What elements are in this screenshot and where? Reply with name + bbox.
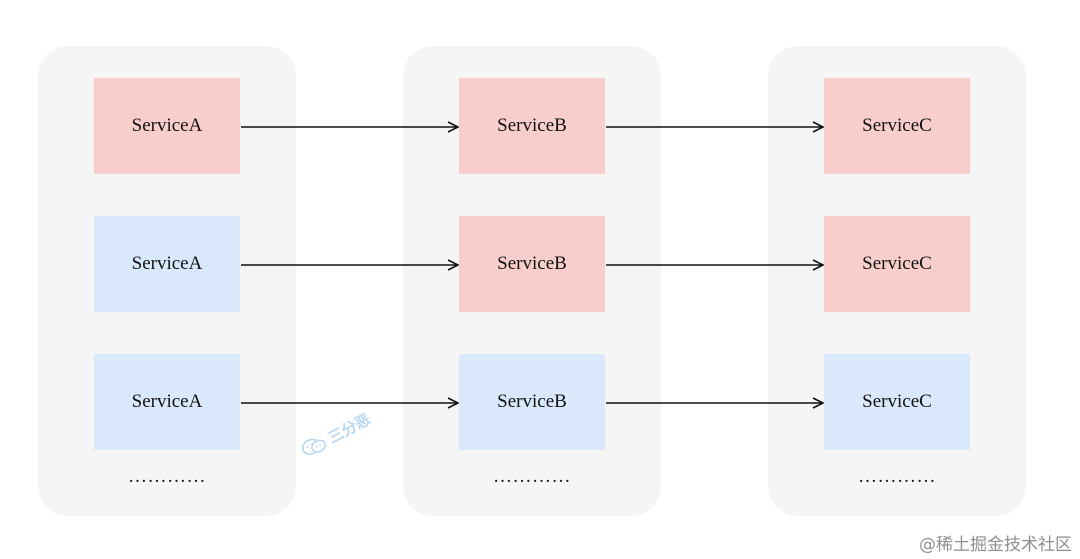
service-c-label-1: ServiceC [862, 115, 932, 136]
service-c-box-1: ServiceC [824, 78, 970, 174]
service-c-box-2: ServiceC [824, 216, 970, 312]
service-c-label-3: ServiceC [862, 391, 932, 412]
service-c-box-3: ServiceC [824, 354, 970, 450]
service-a-box-2: ServiceA [94, 216, 240, 312]
service-c-ellipsis: ………… [858, 466, 936, 487]
service-b-label-1: ServiceB [497, 115, 567, 136]
watermark-text: 三分恶 [325, 409, 374, 447]
column-service-a: ServiceA ServiceA ServiceA ………… [38, 46, 296, 516]
service-a-box-3: ServiceA [94, 354, 240, 450]
service-a-label-3: ServiceA [131, 391, 203, 412]
service-c-label-2: ServiceC [862, 253, 932, 274]
service-b-ellipsis: ………… [493, 466, 571, 487]
service-a-box-1: ServiceA [94, 78, 240, 174]
service-b-box-2: ServiceB [459, 216, 605, 312]
watermark: 三分恶 [293, 383, 409, 470]
service-b-box-1: ServiceB [459, 78, 605, 174]
service-a-label-1: ServiceA [131, 115, 203, 136]
wechat-icon [301, 438, 327, 455]
footer-watermark: @稀土掘金技术社区 [919, 535, 1072, 555]
service-a-ellipsis: ………… [128, 466, 206, 487]
service-b-label-3: ServiceB [497, 391, 567, 412]
column-service-b: ServiceB ServiceB ServiceB ………… [403, 46, 661, 516]
service-b-box-3: ServiceB [459, 354, 605, 450]
service-b-label-2: ServiceB [497, 253, 567, 274]
column-service-c: ServiceC ServiceC ServiceC ………… [768, 46, 1026, 516]
service-a-label-2: ServiceA [131, 253, 203, 274]
